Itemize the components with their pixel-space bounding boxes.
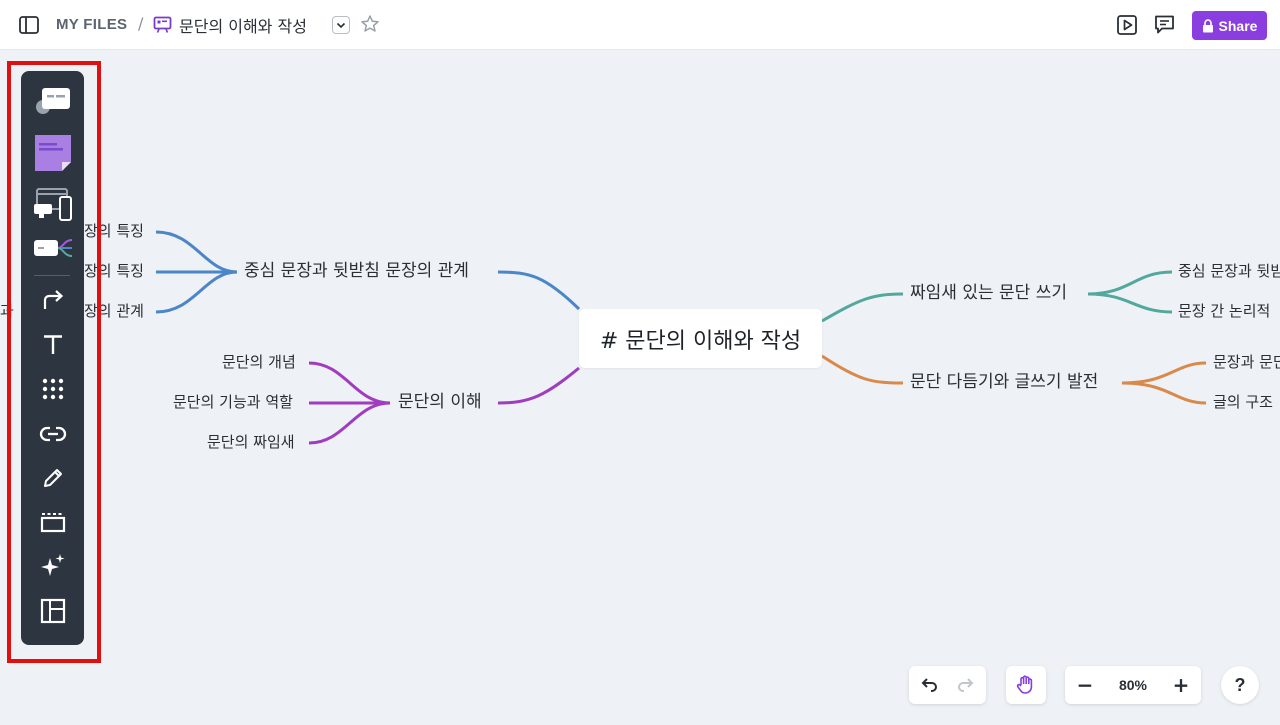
link-left-branch-1-child-3 — [155, 270, 238, 314]
tool-layout[interactable] — [33, 591, 73, 631]
link-left-branch-1-child-1 — [155, 230, 238, 274]
tool-ai-assist[interactable] — [33, 546, 73, 586]
link-left-branch-2-child-1 — [308, 361, 391, 405]
zoom-in-button[interactable]: + — [1172, 673, 1190, 697]
zoom-controls: − 80% + — [1065, 666, 1201, 704]
right-branch-1-child-2[interactable]: 문장 간 논리적 — [1178, 302, 1271, 320]
sticky-note-icon — [35, 135, 71, 171]
hand-pan-button[interactable] — [1008, 666, 1044, 704]
right-branch-1-child-1[interactable]: 중심 문장과 뒷받 — [1178, 262, 1280, 280]
left-branch-2-child-3[interactable]: 문단의 짜임새 — [207, 433, 295, 451]
tool-sticky-note[interactable] — [33, 133, 73, 173]
tool-link[interactable] — [33, 414, 73, 454]
share-label: Share — [1218, 17, 1258, 34]
tool-connector[interactable] — [33, 280, 73, 320]
left-branch-1-node[interactable]: 중심 문장과 뒷받침 문장의 관계 — [244, 261, 469, 281]
pan-control — [1006, 666, 1046, 704]
help-button[interactable]: ? — [1221, 666, 1259, 704]
hand-icon — [1016, 675, 1033, 694]
pen-icon — [44, 469, 62, 487]
sidebar-toggle-icon[interactable] — [18, 14, 40, 36]
device-frames-icon — [34, 188, 72, 221]
redo-button[interactable] — [948, 666, 984, 704]
right-branch-2-node[interactable]: 문단 다듬기와 글쓰기 발전 — [910, 372, 1099, 392]
tool-text[interactable] — [33, 325, 73, 365]
zoom-out-button[interactable]: − — [1076, 673, 1094, 697]
favorite-star-icon[interactable] — [360, 14, 380, 34]
file-title[interactable]: 문단의 이해와 작성 — [179, 17, 307, 36]
link-right-branch-2-child-2 — [1121, 381, 1207, 405]
tool-device-frames[interactable] — [33, 186, 73, 226]
right-branch-1-node[interactable]: 짜임새 있는 문단 쓰기 — [910, 283, 1067, 303]
breadcrumb-separator: / — [138, 14, 144, 33]
tool-frame[interactable] — [33, 502, 73, 542]
present-play-icon[interactable] — [1116, 14, 1138, 36]
tool-comment-card[interactable] — [33, 79, 73, 119]
left-branch-2-node[interactable]: 문단의 이해 — [398, 392, 482, 412]
mind-map-icon — [34, 239, 73, 257]
ai-sparkle-icon — [41, 554, 65, 576]
right-branch-2-child-2[interactable]: 글의 구조 — [1213, 393, 1273, 411]
link-left-branch-2-child-3 — [308, 401, 391, 445]
redo-icon — [958, 678, 974, 692]
link-right-branch-1-child-1 — [1087, 270, 1173, 296]
toolbar-divider — [34, 275, 70, 276]
toolbar-highlight-frame — [7, 61, 101, 663]
share-button[interactable]: Share — [1192, 11, 1267, 40]
tool-pen[interactable] — [33, 458, 73, 498]
link-icon — [39, 426, 67, 442]
frame-icon — [40, 513, 66, 533]
board-icon — [153, 15, 172, 34]
tool-mind-map[interactable] — [33, 229, 73, 269]
layout-template-icon — [40, 598, 66, 624]
text-tool-icon — [44, 335, 62, 354]
breadcrumb-my-files[interactable]: MY FILES — [56, 16, 128, 33]
grid-apps-icon — [42, 378, 64, 400]
link-right-branch-1-child-2 — [1087, 292, 1173, 314]
root-node[interactable]: # 문단의 이해와 작성 — [579, 309, 822, 368]
link-root-to-right-branch-1 — [821, 292, 904, 323]
lock-icon — [1202, 18, 1213, 32]
left-branch-2-child-1[interactable]: 문단의 개념 — [222, 353, 296, 371]
comments-icon[interactable] — [1153, 13, 1176, 36]
link-right-branch-2-child-1 — [1121, 361, 1207, 385]
left-branch-2-child-2[interactable]: 문단의 기능과 역할 — [173, 393, 293, 411]
right-branch-2-child-1[interactable]: 문장과 문단 — [1213, 353, 1280, 371]
history-controls — [909, 666, 986, 704]
tool-apps[interactable] — [33, 369, 73, 409]
left-toolbar — [21, 71, 84, 645]
chevron-down-icon — [336, 22, 346, 29]
undo-button[interactable] — [911, 666, 947, 704]
comment-card-icon — [36, 88, 70, 114]
connector-arrow-icon — [43, 290, 64, 309]
title-dropdown-button[interactable] — [332, 16, 350, 34]
mind-map-canvas[interactable]: 중심 문장과 뒷받침 문장의 관계 장의 특징 장의 특징 장의 관계 과 문단… — [0, 51, 1280, 725]
undo-icon — [921, 678, 937, 692]
link-root-to-left-branch-2 — [497, 366, 580, 405]
mind-map-links — [155, 230, 1207, 445]
top-bar: MY FILES / 문단의 이해와 작성 Share — [0, 0, 1280, 50]
link-root-to-right-branch-2 — [821, 354, 904, 385]
link-root-to-left-branch-1 — [497, 270, 581, 311]
zoom-level[interactable]: 80% — [1118, 677, 1148, 693]
